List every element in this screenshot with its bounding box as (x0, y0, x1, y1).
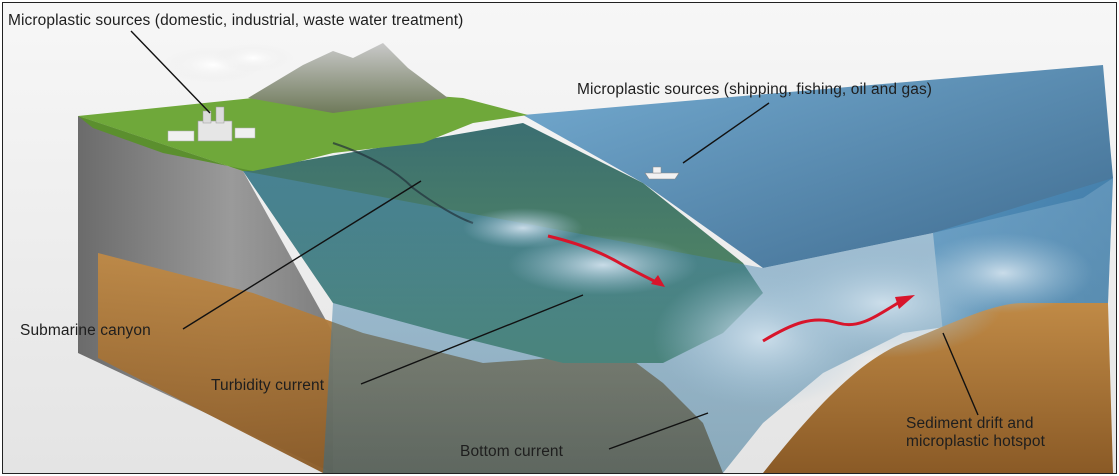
leader-shipping (682, 102, 770, 164)
factory-icon (167, 106, 256, 142)
label-submarine-canyon: Submarine canyon (20, 322, 151, 339)
turbidity-current-arrow (547, 234, 665, 287)
label-sediment-line2: microplastic hotspot (906, 433, 1045, 450)
ocean-block-illustration (3, 3, 1116, 473)
label-sediment-line1: Sediment drift and (906, 415, 1034, 432)
label-turbidity-current: Turbidity current (211, 377, 325, 394)
label-domestic-sources: Microplastic sources (domestic, industri… (8, 12, 464, 29)
leader-domestic (130, 30, 211, 114)
leader-turbidity (360, 294, 584, 385)
label-shipping-sources: Microplastic sources (shipping, fishing,… (577, 81, 933, 98)
leader-bottom (608, 412, 709, 450)
ocean-surface (523, 65, 1113, 268)
mountain (248, 43, 448, 113)
leader-sediment (942, 332, 979, 416)
bottom-current-arrow (762, 295, 915, 343)
land-surface (78, 88, 528, 171)
label-bottom-current: Bottom current (460, 443, 564, 460)
leader-canyon (182, 180, 422, 330)
sediment-drift (763, 303, 1113, 473)
label-sediment-drift: Sediment drift and microplastic hotspot (906, 415, 1116, 451)
ship-icon (644, 166, 680, 180)
leader-lines (130, 30, 979, 450)
